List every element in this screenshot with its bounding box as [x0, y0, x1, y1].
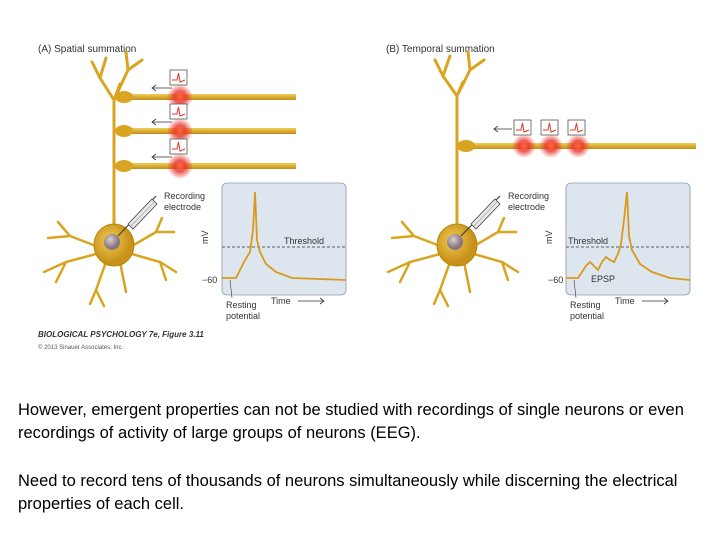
minus60-label: −60 — [202, 275, 217, 285]
synapse-glow — [539, 134, 563, 158]
panel-a-title: (A) Spatial summation — [38, 44, 137, 55]
electrode-label: electrode — [164, 202, 201, 212]
threshold-label: Threshold — [568, 236, 608, 246]
panel-a-neuron — [42, 50, 296, 308]
epsp-label: EPSP — [591, 274, 615, 284]
panel-b-graph: Threshold mV −60 EPSP Time Resting poten… — [544, 182, 691, 321]
figure-caption-title: BIOLOGICAL PSYCHOLOGY 7e, Figure 3.11 — [38, 330, 204, 339]
panel-a-arrows — [151, 84, 172, 161]
time-label: Time — [615, 296, 635, 306]
threshold-label: Threshold — [284, 236, 324, 246]
potential-label: potential — [226, 311, 260, 321]
synapse-glow — [167, 118, 193, 144]
spike-icon — [169, 138, 188, 155]
spike-icon — [567, 119, 586, 136]
mv-label: mV — [200, 231, 210, 245]
body-paragraph-2: Need to record tens of thousands of neur… — [18, 472, 678, 513]
recording-label: Recording — [164, 191, 205, 201]
minus60-label: −60 — [548, 275, 563, 285]
panel-a-graph: Threshold mV −60 Time Resting potential — [200, 182, 347, 321]
spike-icon — [169, 103, 188, 120]
resting-label: Resting — [226, 300, 257, 310]
synapse-glow — [512, 134, 536, 158]
body-paragraph-1: However, emergent properties can not be … — [18, 401, 684, 442]
synapse-glow — [167, 84, 193, 110]
potential-label: potential — [570, 311, 604, 321]
electrode-label: electrode — [508, 202, 545, 212]
resting-label: Resting — [570, 300, 601, 310]
figure-copyright: © 2013 Sinauer Associates, Inc. — [38, 345, 124, 351]
figure-diagram: Recording electrode Threshold mV −60 Tim… — [42, 50, 696, 321]
panel-b-arrow — [493, 125, 512, 133]
panel-b-title: (B) Temporal summation — [386, 44, 495, 55]
recording-label: Recording — [508, 191, 549, 201]
synapse-glow — [566, 134, 590, 158]
spike-icon — [169, 69, 188, 86]
spike-icon — [513, 119, 532, 136]
spike-icon — [540, 119, 559, 136]
synapse-glow — [167, 153, 193, 179]
mv-label: mV — [544, 231, 554, 245]
time-label: Time — [271, 296, 291, 306]
